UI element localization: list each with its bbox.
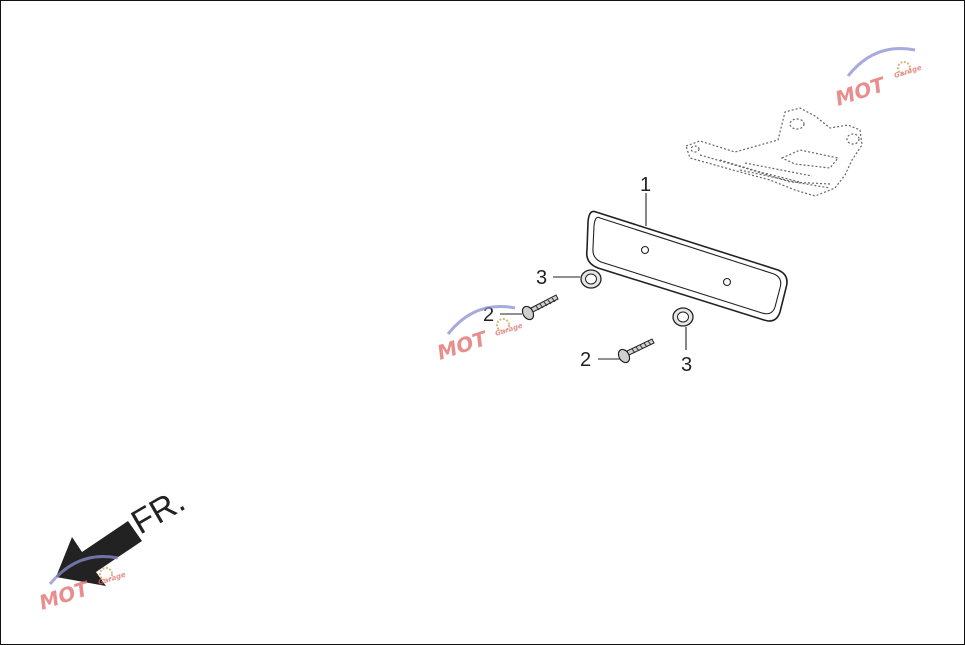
gear-icon bbox=[496, 318, 510, 332]
gear-icon bbox=[99, 567, 113, 581]
svg-text:MOT: MOT bbox=[434, 326, 491, 365]
leader-lines bbox=[500, 193, 687, 360]
screw-left bbox=[521, 294, 559, 321]
washer-left bbox=[580, 269, 602, 289]
watermark-logo-center: MOT Garage bbox=[434, 305, 524, 365]
callout-1: 1 bbox=[640, 174, 651, 196]
direction-arrow-icon bbox=[56, 521, 142, 586]
plate-hole-left bbox=[640, 245, 650, 255]
watermark-logo-top-right: MOT Garage bbox=[832, 47, 923, 111]
washer-right bbox=[672, 307, 694, 327]
ghost-bracket bbox=[685, 107, 863, 197]
callout-2-right: 2 bbox=[580, 349, 591, 371]
plate-bar bbox=[585, 210, 788, 322]
callout-3-left: 3 bbox=[536, 267, 547, 289]
screw-right bbox=[617, 338, 655, 364]
svg-text:Garage: Garage bbox=[893, 63, 923, 79]
callout-3-right: 3 bbox=[681, 354, 692, 376]
svg-text:MOT: MOT bbox=[36, 576, 93, 615]
svg-text:MOT: MOT bbox=[832, 72, 889, 111]
plate-hole-right bbox=[722, 277, 732, 287]
callout-2-left: 2 bbox=[483, 304, 494, 326]
gear-icon bbox=[897, 61, 911, 75]
